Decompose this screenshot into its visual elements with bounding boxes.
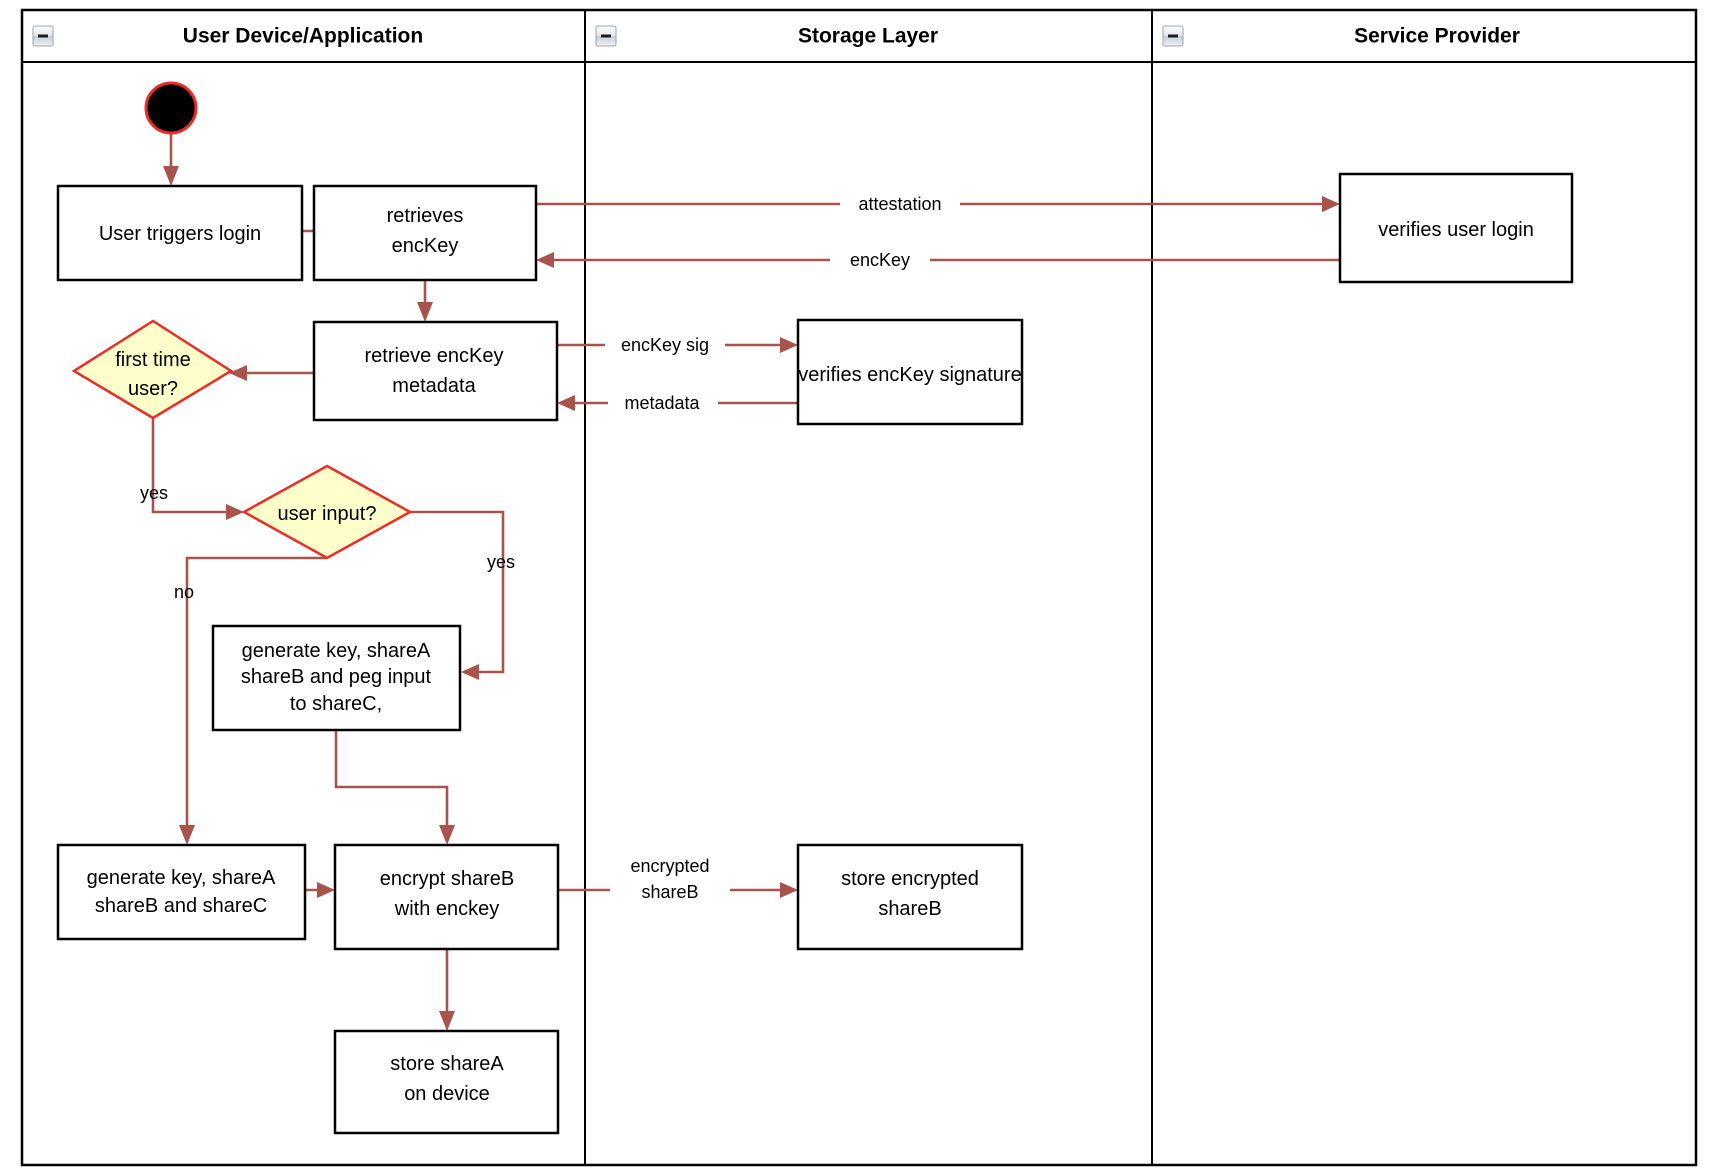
edge-retrieves-to-metadata: [417, 276, 433, 322]
node-label-peg-l1: generate key, shareA: [242, 640, 431, 662]
swimlane-frame: [20, 8, 1698, 1167]
node-label-store-sharea-l2: on device: [404, 1083, 490, 1105]
edge-label-attestation: attestation: [858, 194, 941, 214]
node-label-peg-l3: to shareC,: [290, 693, 382, 715]
node-generate-shares[interactable]: generate key, shareA shareB and shareC: [56, 843, 307, 941]
node-label-shares-l1: generate key, shareA: [87, 867, 276, 889]
node-user-triggers-login[interactable]: User triggers login: [56, 184, 304, 282]
node-retrieve-enckey-metadata[interactable]: retrieve encKey metadata: [312, 320, 559, 422]
edge-label-encrypted-line2: shareB: [641, 882, 698, 902]
node-label-user-triggers-login: User triggers login: [99, 223, 261, 245]
node-label-retrieve-meta-l1: retrieve encKey: [365, 345, 504, 367]
node-label-store-sharea-l1: store shareA: [390, 1053, 504, 1075]
lane-title-service-provider: Service Provider: [1354, 25, 1520, 48]
node-label-retrieves-l1: retrieves: [387, 205, 464, 227]
edge-shares-to-encrypt: [305, 882, 335, 898]
edge-label-encrypted-line1: encrypted: [630, 856, 709, 876]
edge-userinput-no: no: [174, 556, 327, 845]
edge-metadata-return: metadata: [557, 391, 798, 415]
node-user-input[interactable]: user input?: [241, 464, 413, 560]
node-label-store-enc-l2: shareB: [878, 898, 941, 920]
edge-attestation: attestation: [536, 192, 1340, 216]
node-label-encrypt-l2: with enckey: [394, 898, 500, 920]
edge-userinput-yes: yes: [410, 510, 515, 680]
edge-label-no-user-input: no: [174, 582, 194, 602]
node-label-first-time-l1: first time: [115, 349, 191, 371]
node-verifies-user-login[interactable]: verifies user login: [1338, 172, 1574, 284]
node-generate-peg-input[interactable]: generate key, shareA shareB and peg inpu…: [211, 624, 462, 732]
edge-label-enckey: encKey: [850, 250, 910, 270]
node-verifies-enckey-signature[interactable]: verifies encKey signature: [796, 318, 1024, 426]
node-label-peg-l2: shareB and peg input: [241, 666, 432, 688]
node-label-user-input: user input?: [278, 503, 377, 525]
node-label-retrieves-l2: encKey: [392, 235, 459, 257]
node-label-retrieve-meta-l2: metadata: [392, 375, 476, 397]
lane-header-storage[interactable]: Storage Layer: [595, 25, 938, 48]
edge-start-to-login: [163, 131, 179, 186]
edge-metadata-to-firsttime: [229, 365, 314, 381]
edge-firsttime-yes: yes: [140, 418, 244, 520]
node-retrieves-enckey[interactable]: retrieves encKey: [312, 184, 538, 282]
edge-label-yes-user-input: yes: [487, 552, 515, 572]
node-encrypt-shareb[interactable]: encrypt shareB with enckey: [333, 843, 560, 951]
node-label-first-time-l2: user?: [128, 378, 178, 400]
edge-encrypt-to-store-sharea: [439, 949, 455, 1031]
node-label-verifies-enckey-signature: verifies encKey signature: [798, 364, 1021, 386]
edge-enckey-sig: encKey sig: [557, 333, 798, 357]
node-label-shares-l2: shareB and shareC: [95, 895, 267, 917]
collapse-minus-icon[interactable]: [32, 25, 54, 47]
node-start[interactable]: [144, 81, 198, 135]
edge-label-enckey-sig: encKey sig: [621, 335, 709, 355]
lane-header-user-device[interactable]: User Device/Application: [32, 25, 423, 48]
node-store-encrypted-shareb[interactable]: store encrypted shareB: [796, 843, 1024, 951]
node-store-sharea-on-device[interactable]: store shareA on device: [333, 1029, 560, 1135]
edge-enckey-return: encKey: [536, 248, 1344, 272]
edge-peg-to-encrypt: [334, 730, 455, 845]
node-label-encrypt-l1: encrypt shareB: [380, 868, 515, 890]
node-label-verifies-user-login: verifies user login: [1378, 219, 1534, 241]
lane-title-user-device: User Device/Application: [183, 25, 423, 48]
lane-header-service-provider[interactable]: Service Provider: [1162, 25, 1520, 48]
node-label-store-enc-l1: store encrypted: [841, 868, 979, 890]
collapse-minus-icon[interactable]: [595, 25, 617, 47]
edge-label-metadata: metadata: [624, 393, 700, 413]
lane-title-storage: Storage Layer: [798, 25, 938, 48]
edge-label-yes-first-time: yes: [140, 483, 168, 503]
collapse-minus-icon[interactable]: [1162, 25, 1184, 47]
edge-encrypted-shareb: encrypted shareB: [558, 848, 798, 906]
node-first-time-user[interactable]: first time user?: [71, 319, 234, 420]
